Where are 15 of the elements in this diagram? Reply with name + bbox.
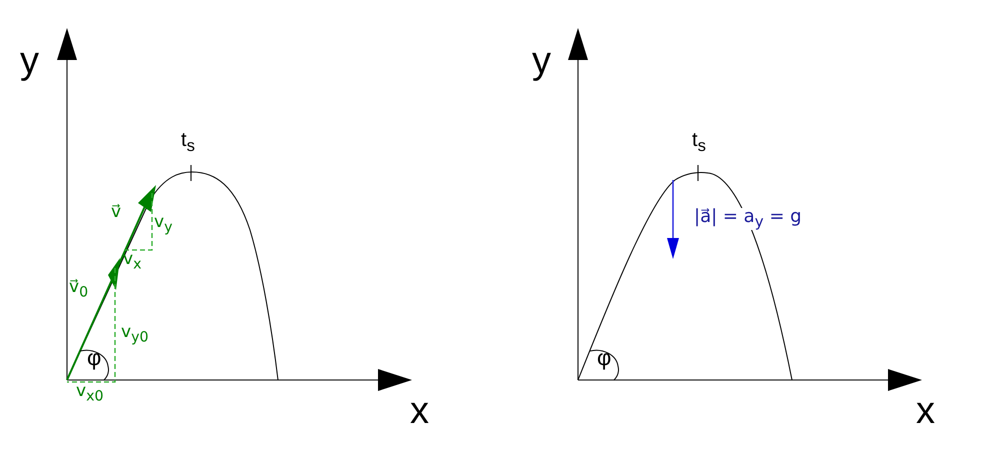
component-label: v$_{x}$ <box>123 251 142 272</box>
angle-label: φ <box>597 347 612 369</box>
component-label: v$_{y}$ <box>154 214 172 235</box>
axis-label: x <box>410 392 429 430</box>
axis-label: y <box>532 42 551 80</box>
velocity-label: v⃗ <box>111 204 122 221</box>
component-label: v$_{y0}$ <box>121 324 148 345</box>
angle-label: φ <box>87 347 102 369</box>
axis-label: x <box>916 392 935 430</box>
apex-label: t$_{s}$ <box>181 130 195 155</box>
component-label: v$_{x0}$ <box>76 383 104 404</box>
acceleration-equation: |a⃗| = a$_{y}$ = g <box>694 208 802 230</box>
axis-label: y <box>20 42 39 80</box>
velocity-label: v⃗$_{0}$ <box>69 279 88 300</box>
apex-label: t$_{s}$ <box>692 130 706 155</box>
